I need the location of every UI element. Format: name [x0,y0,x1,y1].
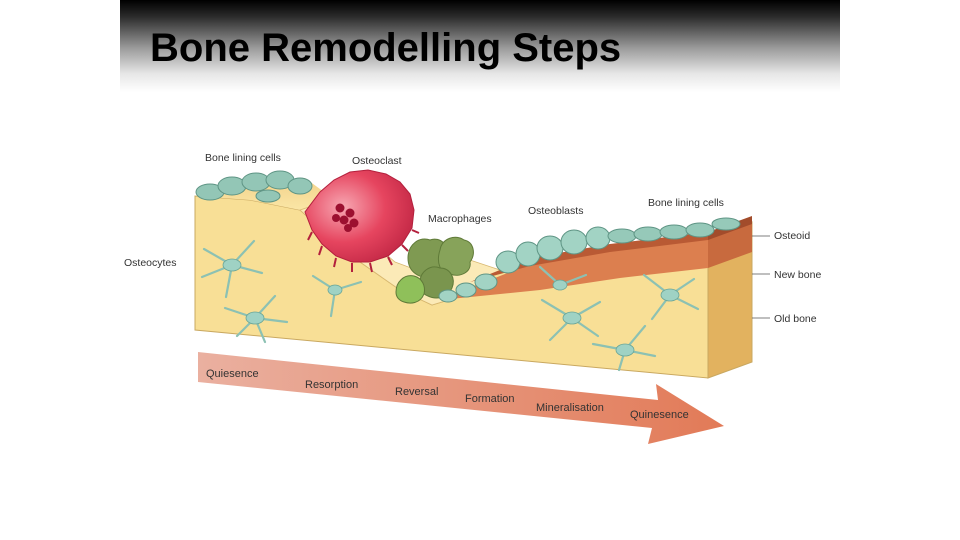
label-osteoblasts: Osteoblasts [528,205,583,217]
label-leaders [752,236,770,318]
phase-label-mineralisation: Mineralisation [536,402,604,414]
label-new-bone: New bone [774,269,821,281]
label-macrophages: Macrophages [428,213,492,225]
phase-label-formation: Formation [465,393,515,405]
phase-label-quinesence: Quinesence [630,409,689,421]
phase-label-reversal: Reversal [395,386,438,398]
label-osteoid: Osteoid [774,230,810,242]
phase-label-resorption: Resorption [305,379,358,391]
label-osteocytes: Osteocytes [124,257,177,269]
phase-label-quiesence: Quiesence [206,368,259,380]
label-bone-lining-cells-left: Bone lining cells [205,152,281,164]
label-osteoclast: Osteoclast [352,155,402,167]
label-old-bone: Old bone [774,313,817,325]
label-bone-lining-cells-right: Bone lining cells [648,197,724,209]
